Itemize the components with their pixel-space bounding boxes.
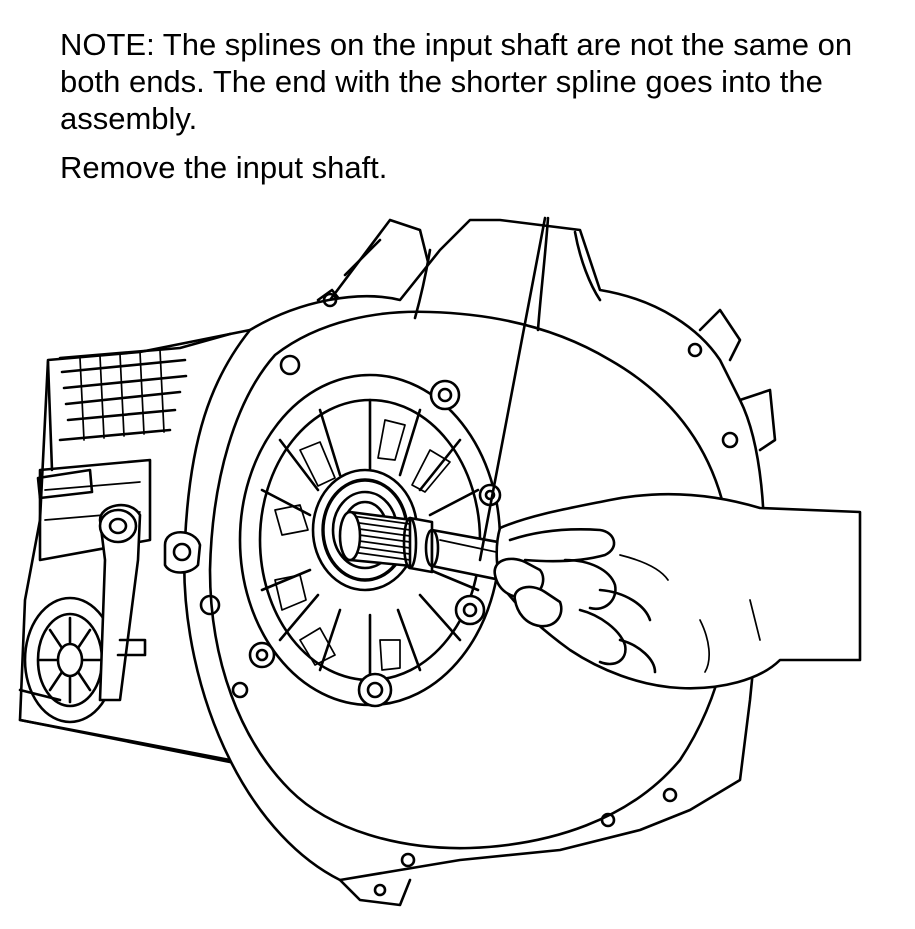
hand — [493, 492, 862, 690]
pointer-line — [478, 216, 547, 562]
transmission-drawing — [18, 216, 862, 907]
instruction-step: Remove the input shaft. — [60, 150, 388, 185]
transmission-illustration — [0, 200, 915, 929]
instruction-text-block: NOTE: The splines on the input shaft are… — [60, 26, 900, 186]
note-text: NOTE: The splines on the input shaft are… — [60, 27, 853, 136]
